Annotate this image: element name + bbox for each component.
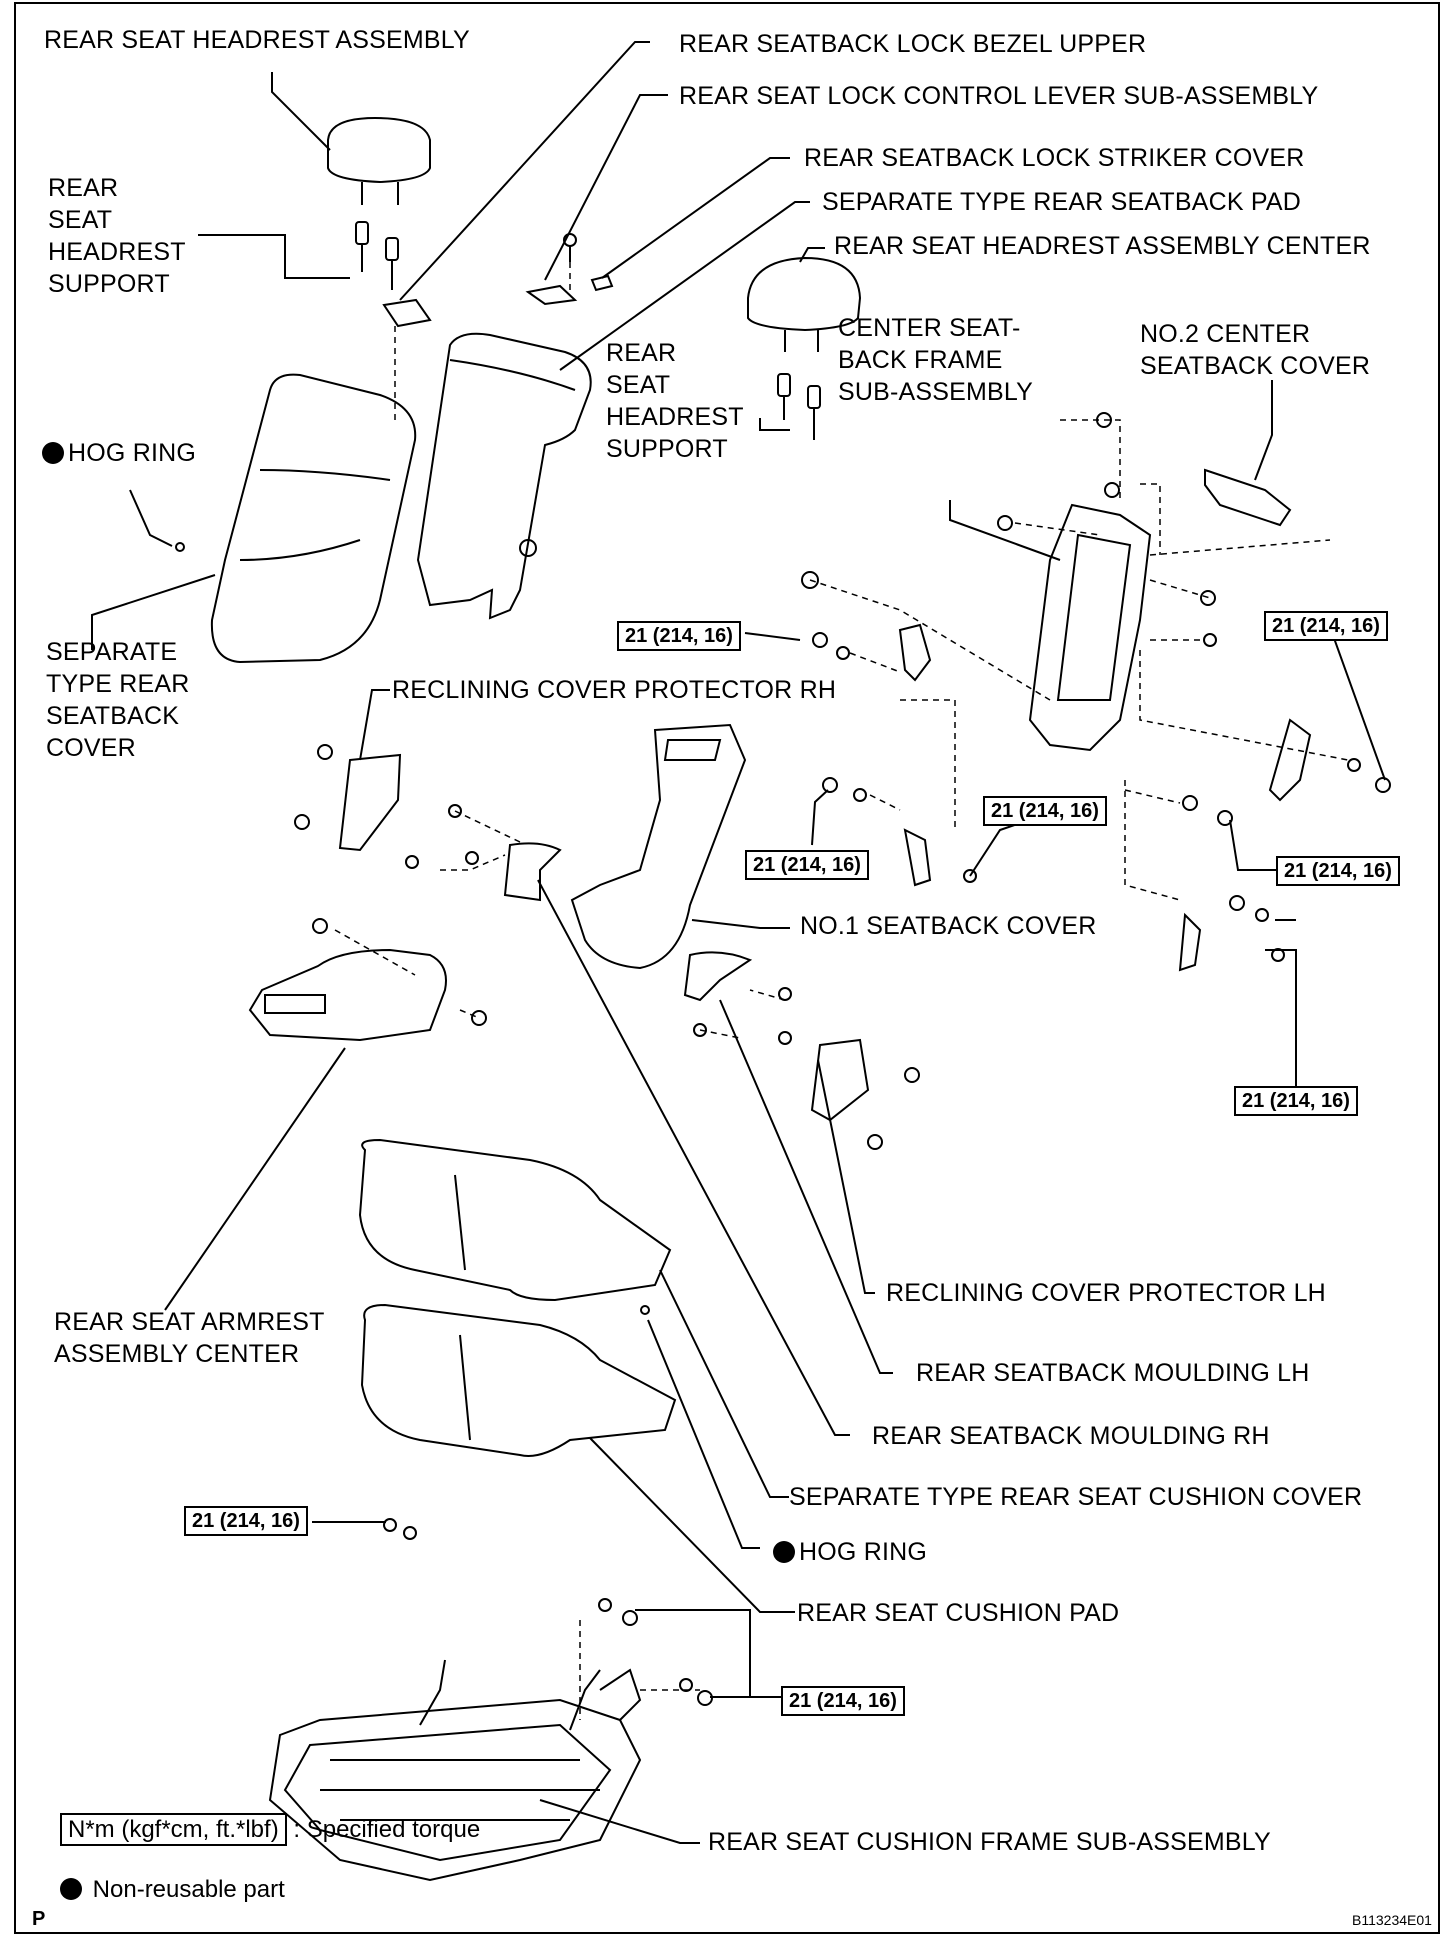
label-rear-seat-headrest-assembly-center: REAR SEAT HEADREST ASSEMBLY CENTER — [834, 232, 1371, 260]
legend-torque-text: : Specified torque — [293, 1816, 481, 1843]
hog-ring-lower-text: HOG RING — [799, 1538, 927, 1566]
moulding-rh-drawing — [503, 842, 562, 902]
torque-callout: 21 (214, 16) — [1234, 1086, 1358, 1116]
label-separate-type-rear-seatback-cover: SEPARATE TYPE REAR SEATBACK COVER — [46, 638, 190, 762]
label-rear-seat-lock-control-lever: REAR SEAT LOCK CONTROL LEVER SUB-ASSEMBL… — [679, 82, 1319, 110]
cushion-cover-drawing — [358, 1138, 672, 1302]
cushion-frame-drawing — [268, 1659, 642, 1882]
label-separate-type-rear-seatback-pad: SEPARATE TYPE REAR SEATBACK PAD — [822, 188, 1302, 216]
torque-callout: 21 (214, 16) — [745, 850, 869, 880]
page-mark: P — [32, 1908, 46, 1930]
torque-callout: 21 (214, 16) — [1276, 856, 1400, 886]
diagram-frame — [14, 2, 1440, 1934]
center-seatback-frame-drawing — [1028, 503, 1152, 752]
label-rear-seatback-moulding-rh: REAR SEATBACK MOULDING RH — [872, 1422, 1270, 1450]
seatback-cover-drawing — [175, 373, 417, 664]
torque-callout: 21 (214, 16) — [1264, 611, 1388, 641]
label-rear-seat-cushion-frame: REAR SEAT CUSHION FRAME SUB-ASSEMBLY — [708, 1828, 1271, 1856]
label-no2-center-seatback-cover: NO.2 CENTER SEATBACK COVER — [1140, 320, 1371, 380]
hog-ring-upper-text: HOG RING — [68, 439, 196, 467]
moulding-lh-drawing — [683, 951, 753, 1002]
lock-bezel-drawing — [382, 298, 432, 328]
label-rear-seat-cushion-pad: REAR SEAT CUSHION PAD — [797, 1599, 1120, 1627]
label-rear-seatback-lock-bezel-upper: REAR SEATBACK LOCK BEZEL UPPER — [679, 30, 1147, 58]
non-reusable-mark-icon — [42, 442, 64, 464]
legend-non-reusable-text: Non-reusable part — [92, 1876, 285, 1903]
label-rear-seat-headrest-support-center: REAR SEAT HEADREST SUPPORT — [606, 339, 744, 463]
rear-seat-headrest-drawing — [327, 116, 431, 205]
torque-callout: 21 (214, 16) — [184, 1506, 308, 1536]
legend-torque: N*m (kgf*cm, ft.*lbf) : Specified torque — [60, 1813, 481, 1846]
label-rear-seat-armrest-assembly-center: REAR SEAT ARMREST ASSEMBLY CENTER — [54, 1308, 325, 1368]
label-no1-seatback-cover: NO.1 SEATBACK COVER — [800, 912, 1097, 940]
no1-seatback-cover-drawing — [570, 723, 747, 970]
legend-non-reusable: Non-reusable part — [60, 1876, 285, 1904]
figure-id: B113234E01 — [1352, 1912, 1432, 1928]
non-reusable-mark-icon — [60, 1878, 82, 1900]
striker-cover-drawing — [590, 274, 614, 292]
label-rear-seatback-moulding-lh: REAR SEATBACK MOULDING LH — [916, 1359, 1310, 1387]
center-headrest-drawing — [747, 256, 862, 440]
label-center-seatback-frame: CENTER SEAT- BACK FRAME SUB-ASSEMBLY — [838, 314, 1034, 406]
armrest-drawing — [248, 948, 447, 1042]
label-reclining-cover-protector-lh: RECLINING COVER PROTECTOR LH — [886, 1279, 1326, 1307]
label-hog-ring-upper: HOG RING — [42, 437, 196, 469]
lock-lever-drawing — [525, 284, 578, 306]
label-reclining-cover-protector-rh: RECLINING COVER PROTECTOR RH — [392, 676, 837, 704]
torque-callout: 21 (214, 16) — [617, 621, 741, 651]
label-separate-type-rear-seat-cushion-cover: SEPARATE TYPE REAR SEAT CUSHION COVER — [789, 1483, 1363, 1511]
reclining-cover-lh-drawing — [810, 1038, 870, 1122]
reclining-cover-rh-drawing — [338, 753, 402, 852]
label-rear-seat-headrest-support-left: REAR SEAT HEADREST SUPPORT — [48, 174, 186, 298]
no2-seatback-cover-drawing — [1204, 468, 1292, 527]
headrest-support-left-drawing — [355, 221, 399, 290]
label-rear-seat-headrest-assembly: REAR SEAT HEADREST ASSEMBLY — [44, 26, 470, 54]
torque-callout: 21 (214, 16) — [781, 1686, 905, 1716]
non-reusable-mark-icon — [773, 1541, 795, 1563]
seatback-pad-drawing — [416, 332, 592, 620]
label-hog-ring-lower: HOG RING — [773, 1536, 927, 1568]
legend-torque-unit: N*m (kgf*cm, ft.*lbf) — [60, 1813, 287, 1846]
cushion-pad-drawing — [360, 1303, 677, 1457]
torque-callout: 21 (214, 16) — [983, 796, 1107, 826]
label-rear-seatback-lock-striker-cover: REAR SEATBACK LOCK STRIKER COVER — [804, 144, 1305, 172]
